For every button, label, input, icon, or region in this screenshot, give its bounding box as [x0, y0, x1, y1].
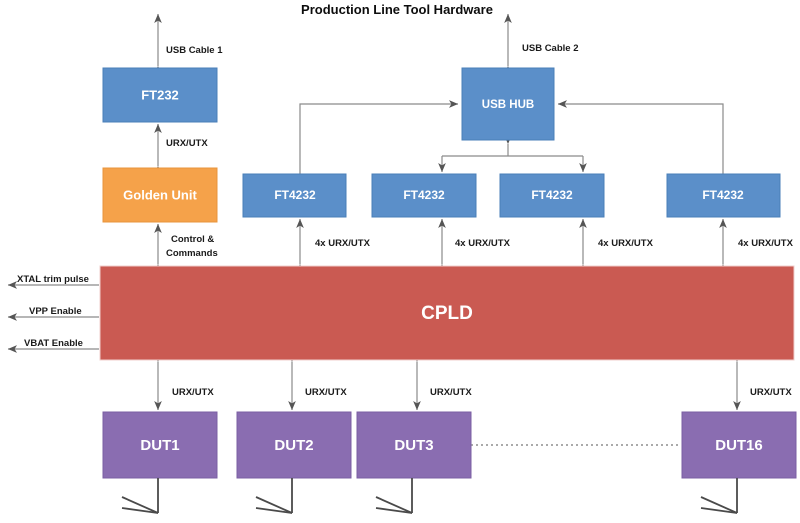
edge-label-4x-urx-utx-1: 4x URX/UTX: [315, 238, 371, 249]
node-dut1-label: DUT1: [140, 437, 179, 454]
node-ft232-label: FT232: [141, 87, 179, 102]
node-dut2[interactable]: DUT2: [236, 411, 352, 479]
node-ft4232-4[interactable]: FT4232: [666, 173, 781, 218]
node-cpld[interactable]: CPLD: [99, 265, 795, 361]
edge-label-4x-urx-utx-2: 4x URX/UTX: [455, 238, 511, 249]
page-title: Production Line Tool Hardware: [301, 2, 493, 17]
node-dut16[interactable]: DUT16: [681, 411, 797, 479]
antenna-dut16: [700, 478, 738, 514]
connector-layer: [7, 13, 741, 446]
antenna-layer: [121, 478, 738, 514]
node-ft4232-1-label: FT4232: [274, 188, 316, 202]
connector-ft4232-1-usb-hub: [299, 100, 459, 174]
node-dut2-label: DUT2: [274, 437, 313, 454]
edge-label-usb-cable-2: USB Cable 2: [522, 43, 579, 54]
node-ft4232-3-rect[interactable]: [499, 173, 605, 218]
node-ft4232-4-label: FT4232: [702, 188, 744, 202]
node-ft4232-2-rect[interactable]: [371, 173, 477, 218]
node-dut16-rect[interactable]: [681, 411, 797, 479]
node-dut1[interactable]: DUT1: [102, 411, 218, 479]
node-ft232-rect[interactable]: [102, 67, 218, 123]
node-golden-unit[interactable]: Golden Unit: [102, 167, 218, 223]
edge-label-urx-utx-ft232: URX/UTX: [166, 138, 208, 149]
antenna-dut1: [121, 478, 159, 514]
edge-label-usb-cable-1: USB Cable 1: [166, 45, 223, 56]
node-ft4232-1-rect[interactable]: [242, 173, 347, 218]
edge-label-control-commands-line1: Control &: [171, 234, 214, 245]
node-dut16-label: DUT16: [715, 437, 763, 454]
edge-label-urx-utx-dut3: URX/UTX: [430, 387, 472, 398]
node-usb-hub-label: USB HUB: [482, 99, 534, 111]
edge-label-urx-utx-dut16: URX/UTX: [750, 387, 792, 398]
node-ft4232-3[interactable]: FT4232: [499, 173, 605, 218]
node-ft4232-2[interactable]: FT4232: [371, 173, 477, 218]
antenna-dut3: [375, 478, 413, 514]
node-ft232[interactable]: FT232: [102, 67, 218, 123]
edge-label-urx-utx-dut2: URX/UTX: [305, 387, 347, 398]
node-cpld-rect[interactable]: [99, 265, 795, 361]
edge-label-control-commands-line2: Commands: [166, 248, 218, 259]
node-ft4232-2-label: FT4232: [403, 188, 445, 202]
node-dut1-rect[interactable]: [102, 411, 218, 479]
node-usb-hub[interactable]: USB HUB: [461, 67, 555, 141]
edge-label-urx-utx-dut1: URX/UTX: [172, 387, 214, 398]
connector-ft4232-4-usb-hub: [557, 100, 724, 174]
edge-label-vbat-enable: VBAT Enable: [24, 338, 83, 349]
node-ft4232-4-rect[interactable]: [666, 173, 781, 218]
node-cpld-label: CPLD: [421, 303, 473, 324]
node-golden-unit-label: Golden Unit: [123, 187, 197, 202]
edge-label-layer: USB Cable 1 USB Cable 2 URX/UTX Control …: [17, 43, 794, 398]
node-ft4232-1[interactable]: FT4232: [242, 173, 347, 218]
edge-label-vpp-enable: VPP Enable: [29, 306, 82, 317]
node-dut3[interactable]: DUT3: [356, 411, 472, 479]
edge-label-xtal-trim-pulse: XTAL trim pulse: [17, 274, 89, 285]
node-golden-unit-rect[interactable]: [102, 167, 218, 223]
node-dut3-rect[interactable]: [356, 411, 472, 479]
node-ft4232-3-label: FT4232: [531, 188, 573, 202]
edge-label-4x-urx-utx-3: 4x URX/UTX: [598, 238, 654, 249]
antenna-dut2: [255, 478, 293, 514]
node-dut2-rect[interactable]: [236, 411, 352, 479]
edge-label-4x-urx-utx-4: 4x URX/UTX: [738, 238, 794, 249]
node-layer: FT232 Golden Unit USB HUB FT4232 FT4232: [99, 67, 797, 479]
node-dut3-label: DUT3: [394, 437, 433, 454]
node-usb-hub-rect[interactable]: [461, 67, 555, 141]
